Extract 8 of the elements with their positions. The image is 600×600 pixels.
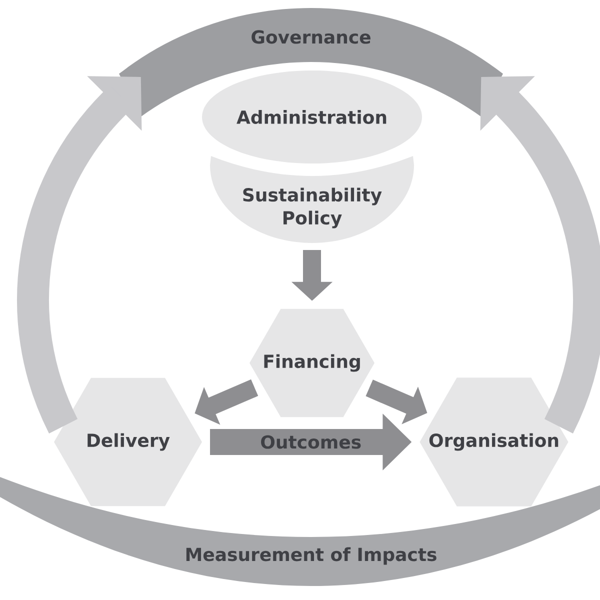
- edge-label: Outcomes: [260, 434, 362, 450]
- hexagon: Financing: [250, 308, 374, 418]
- node-label: Sustainability Policy: [243, 188, 382, 228]
- hexagon: Delivery: [54, 378, 202, 506]
- hexagon: Organisation: [420, 378, 568, 506]
- curved-arrow: [480, 76, 600, 433]
- crescent-band: Measurement of Impacts: [0, 477, 600, 586]
- curved-arrow: [17, 76, 142, 433]
